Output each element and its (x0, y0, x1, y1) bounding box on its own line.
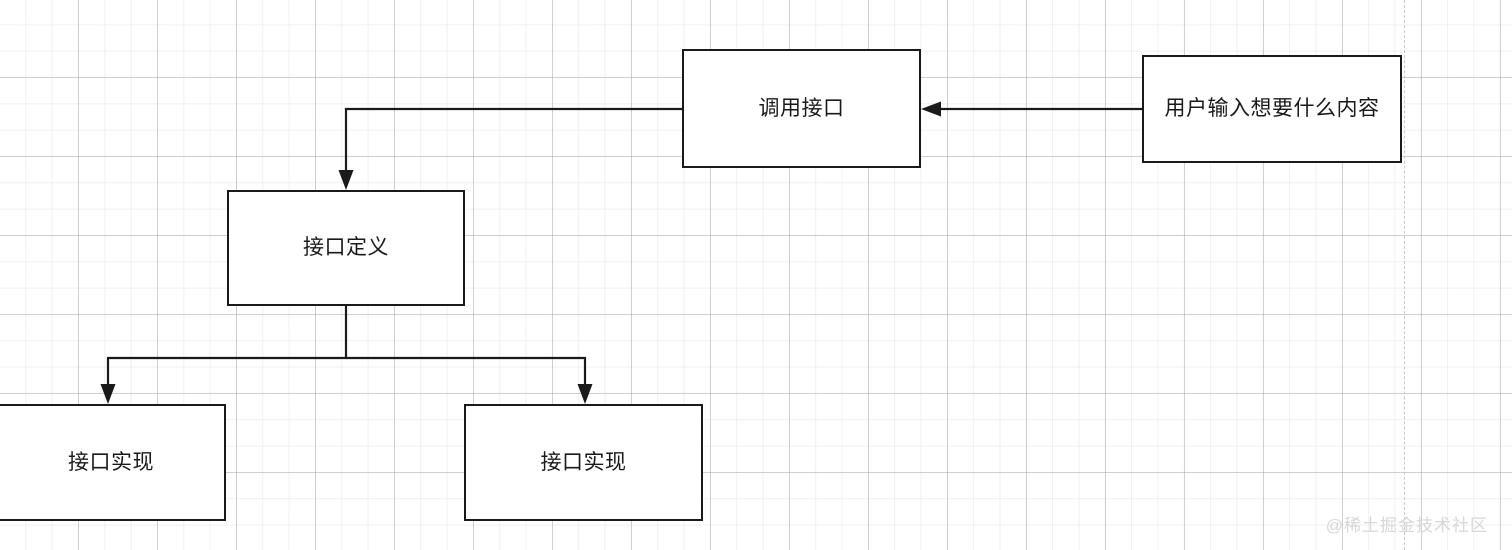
node-interface-impl-left-label: 接口实现 (68, 450, 154, 474)
node-user-input-label: 用户输入想要什么内容 (1164, 97, 1380, 121)
node-user-input[interactable]: 用户输入想要什么内容 (1142, 55, 1402, 163)
node-interface-definition-label: 接口定义 (303, 236, 389, 260)
node-interface-impl-right[interactable]: 接口实现 (464, 404, 703, 521)
node-interface-impl-left[interactable]: 接口实现 (0, 404, 226, 521)
edge-interface-definition-to-impl-left (100, 306, 348, 404)
page-boundary-guide (1404, 0, 1405, 550)
edge-call-api-to-interface-definition (338, 107, 682, 190)
edge-user-input-to-call-api (921, 101, 1142, 117)
node-call-api-label: 调用接口 (758, 96, 845, 120)
edge-interface-definition-to-impl-right (346, 356, 593, 404)
node-interface-definition[interactable]: 接口定义 (227, 190, 465, 306)
watermark: @稀土掘金技术社区 (1325, 516, 1488, 535)
node-interface-impl-right-label: 接口实现 (540, 450, 627, 474)
node-call-api[interactable]: 调用接口 (682, 49, 921, 168)
